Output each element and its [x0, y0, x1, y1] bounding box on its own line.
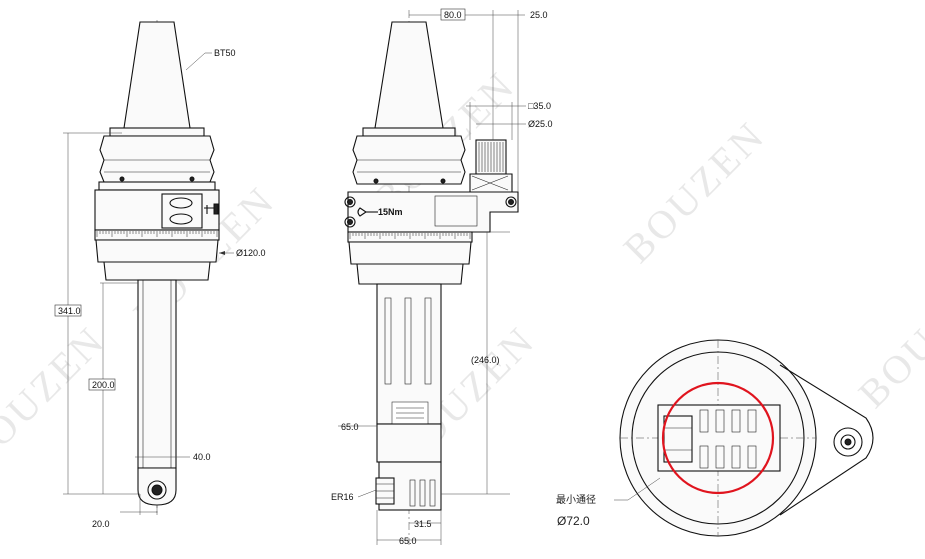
drive-hole	[840, 434, 856, 450]
screw-core	[347, 219, 353, 225]
min-bore-label: 最小通径	[556, 493, 596, 506]
cover-plate	[434, 195, 478, 227]
slot	[747, 445, 757, 469]
lower-ring	[95, 239, 219, 263]
slot-lower	[169, 213, 193, 225]
nose	[103, 261, 211, 281]
total-length-label: 341.0	[58, 306, 81, 316]
round-size-label: Ø25.0	[528, 119, 553, 129]
slotted-body	[376, 283, 442, 425]
screw-core	[347, 199, 353, 205]
head-height-label: 65.0	[341, 422, 359, 432]
lower-ring	[348, 241, 472, 265]
slot-upper	[169, 197, 193, 209]
diameter-label: Ø120.0	[236, 248, 266, 258]
spring	[471, 175, 509, 191]
screw-dot	[119, 176, 125, 182]
slot	[424, 297, 432, 385]
reach-label: (246.0)	[471, 355, 500, 365]
arrow-head	[219, 251, 225, 255]
collet-nut	[663, 415, 693, 463]
drive-arm	[779, 364, 874, 516]
flange-ring	[98, 181, 216, 191]
slot	[731, 445, 741, 469]
angle-head	[376, 423, 442, 463]
taper-label: BT50	[214, 48, 236, 58]
screw-dot	[440, 178, 446, 184]
top-width-label: 80.0	[444, 10, 462, 20]
slot	[715, 409, 725, 433]
dimension-box	[54, 304, 82, 317]
tip-collet	[151, 484, 163, 496]
flange-body	[99, 135, 215, 183]
screw-dot	[373, 178, 379, 184]
screw-head	[344, 216, 356, 228]
torque-label: 15Nm	[378, 207, 403, 217]
taper-cone	[374, 21, 444, 129]
slot	[404, 297, 412, 385]
slot	[699, 409, 709, 433]
head-width-label: 65.0	[399, 536, 417, 546]
slot	[699, 445, 709, 469]
dimension-box	[88, 378, 116, 391]
bottom-view: 最小通径 Ø72.0	[556, 339, 874, 537]
collet-label: ER16	[331, 492, 354, 502]
front-view: BT50 Ø120.0 341.0 200.0 40.0 20.0	[54, 20, 266, 529]
flange-top	[362, 127, 456, 137]
wrench-icon	[357, 207, 378, 217]
taper-cone	[123, 21, 191, 129]
motor-offset-label: 25.0	[530, 10, 548, 20]
watermark-text: BOUZEN	[850, 257, 925, 416]
watermark-text: BOUZEN	[615, 112, 774, 271]
leader	[627, 477, 661, 501]
wrench-icon	[204, 203, 219, 215]
watermark-text: BOUZEN	[0, 317, 114, 476]
slot	[731, 409, 741, 433]
drive-boss	[833, 427, 863, 457]
scale-ticks	[349, 233, 471, 239]
shank-width-label: 40.0	[193, 452, 211, 462]
slot	[409, 479, 416, 507]
flange-top	[109, 127, 205, 137]
knurl	[478, 142, 504, 172]
tip-offset-label: 20.0	[92, 519, 110, 529]
plate	[161, 193, 203, 229]
leader	[357, 489, 377, 498]
slot	[715, 445, 725, 469]
screw-core	[508, 199, 514, 205]
head-offset-label: 31.5	[414, 519, 432, 529]
slot	[419, 479, 426, 507]
scale-ticks	[96, 231, 218, 237]
shank-length-label: 200.0	[92, 380, 115, 390]
screw-head	[505, 196, 517, 208]
leader	[185, 52, 206, 71]
min-bore-value: Ø72.0	[557, 514, 590, 528]
min-bore-circle	[661, 381, 775, 495]
slot	[747, 409, 757, 433]
side-view: 15Nm 80.0 25.0 □	[331, 8, 553, 546]
tip-nut	[147, 480, 167, 500]
screw-head	[344, 196, 356, 208]
drive-hole-core	[844, 438, 852, 446]
screw-dot	[189, 176, 195, 182]
slot	[429, 479, 436, 507]
dimension-box	[440, 8, 466, 21]
shank	[137, 279, 177, 469]
square-size-label: □35.0	[528, 101, 551, 111]
nose	[356, 263, 464, 285]
slot	[384, 297, 392, 385]
